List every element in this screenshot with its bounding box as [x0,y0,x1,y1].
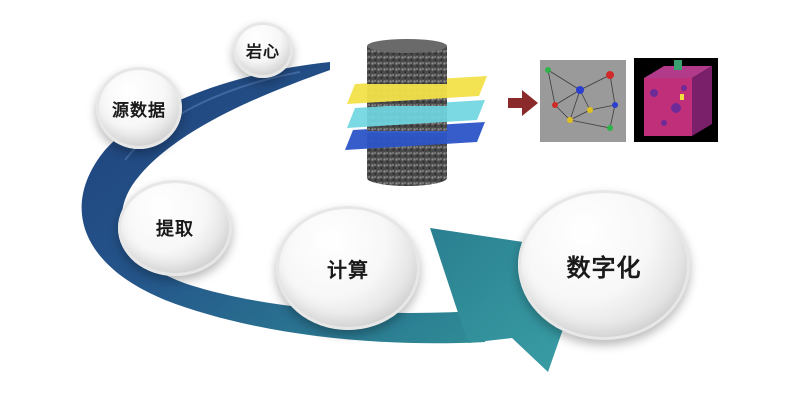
node-jisuan: 计算 [276,206,420,330]
node-yuanshuju: 源数据 [96,67,182,149]
node-yanxin: 岩心 [233,22,293,78]
red-arrow-icon [508,90,538,116]
core-sample-image [345,39,487,186]
node-label: 提取 [156,219,194,240]
node-shuzihua: 数字化 [518,190,690,340]
pore-volume-image [634,58,718,142]
slice-plane-cyan [347,100,485,128]
node-tiqu: 提取 [118,180,232,276]
node-label: 数字化 [566,253,642,282]
node-label: 岩心 [245,42,280,61]
swoosh-band [81,62,493,344]
node-label: 源数据 [112,100,166,121]
pore-network-image [540,60,626,142]
node-label: 计算 [327,257,369,282]
